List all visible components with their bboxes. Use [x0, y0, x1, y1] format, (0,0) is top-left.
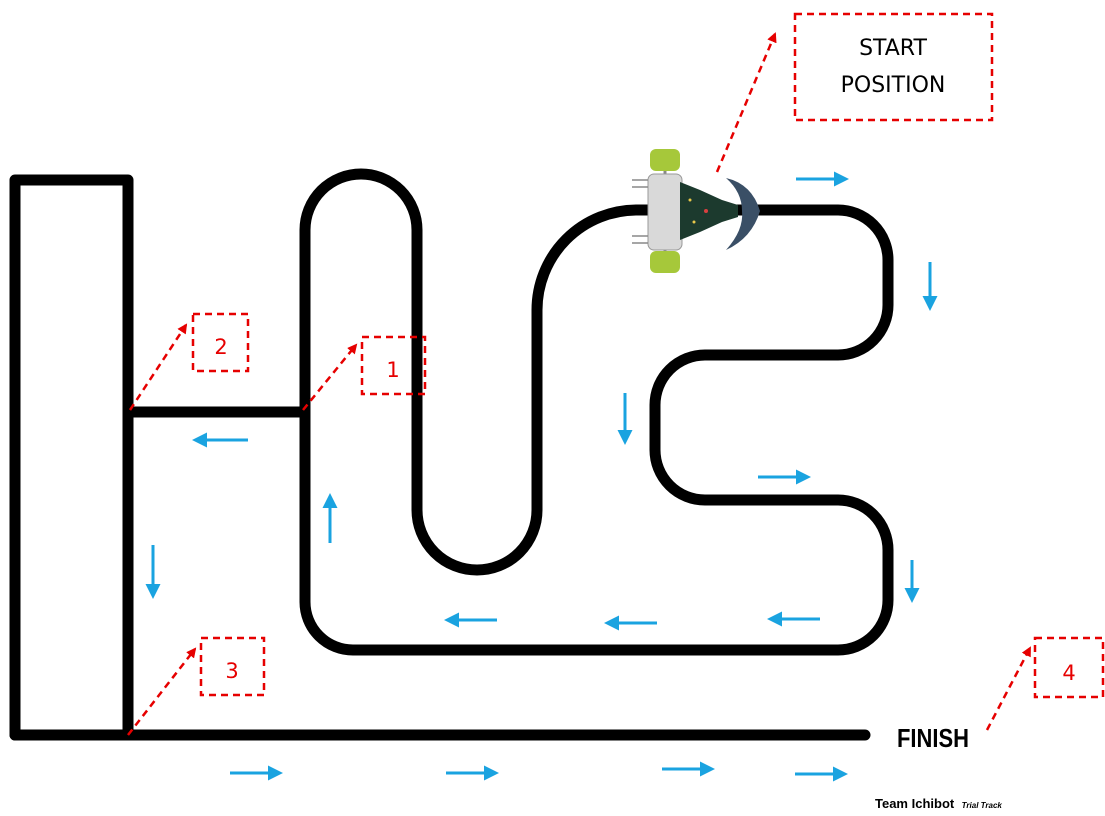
start-label-line1: START	[859, 36, 927, 61]
checkpoint-4-label: 4	[1062, 661, 1075, 685]
robot-wheel-bottom	[650, 251, 680, 273]
footer-text: Team Ichibot Trial Track	[875, 795, 1002, 812]
robot-board	[680, 182, 738, 240]
checkpoint-2-label: 2	[214, 335, 227, 359]
checkpoint-1-label: 1	[386, 358, 399, 382]
checkpoint-4-pointer	[987, 648, 1030, 730]
start-pointer	[717, 34, 775, 172]
checkpoint-2-pointer	[130, 325, 186, 410]
footer-team: Team Ichibot	[875, 796, 955, 811]
start-label-line2: POSITION	[841, 73, 946, 98]
robot-body	[648, 174, 682, 250]
callouts	[128, 14, 1103, 735]
left-rectangle-track	[15, 180, 128, 735]
checkpoint-3-label: 3	[225, 659, 238, 683]
track-lines	[15, 174, 888, 735]
start-position-box	[795, 14, 992, 120]
robot-wheel-top	[650, 149, 680, 171]
checkpoint-3-pointer	[128, 649, 195, 735]
finish-label: FINISH	[897, 723, 969, 753]
checkpoint-1-pointer	[303, 345, 356, 410]
main-loop-track	[305, 174, 888, 650]
footer-subtitle: Trial Track	[962, 801, 1003, 810]
